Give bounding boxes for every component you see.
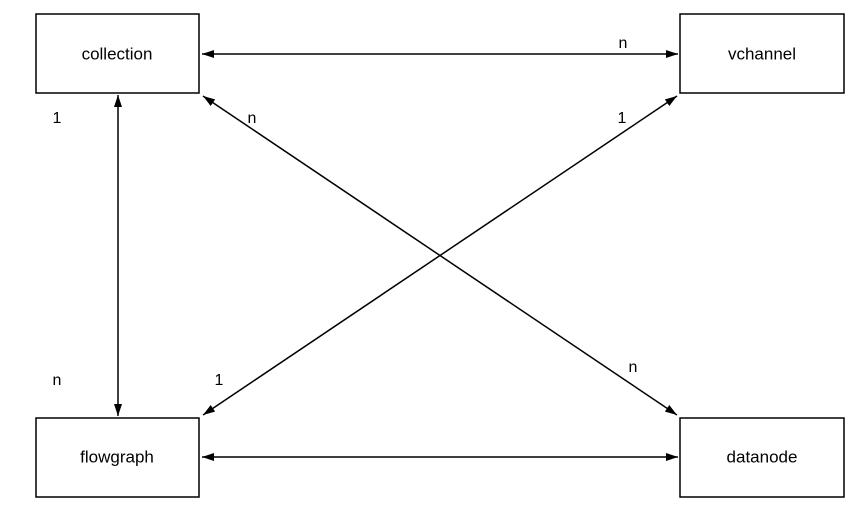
cardinality-collection-vchannel-near-vchannel: n: [619, 35, 628, 52]
node-datanode: datanode: [679, 417, 845, 498]
node-collection-label: collection: [82, 45, 153, 64]
node-collection-box: [35, 13, 200, 94]
edges: [114, 50, 678, 461]
node-flowgraph-box: [35, 417, 200, 498]
cardinality-flowgraph-vchannel-near-flowgraph: 1: [215, 372, 224, 389]
cardinality-collection-datanode-near-collection: n: [248, 110, 257, 127]
cardinality-labels: n 1 n n n 1 1: [53, 35, 638, 389]
cardinality-collection-datanode-near-datanode: n: [629, 359, 638, 376]
node-collection: collection: [35, 13, 200, 94]
node-vchannel-label: vchannel: [728, 45, 796, 64]
node-datanode-box: [679, 417, 845, 498]
cardinality-flowgraph-vchannel-near-vchannel: 1: [618, 110, 627, 127]
node-flowgraph: flowgraph: [35, 417, 200, 498]
node-flowgraph-label: flowgraph: [80, 448, 154, 467]
node-datanode-label: datanode: [727, 448, 798, 467]
cardinality-collection-flowgraph-near-flowgraph: n: [53, 372, 62, 389]
node-vchannel-box: [679, 13, 845, 94]
node-vchannel: vchannel: [679, 13, 845, 94]
cardinality-collection-flowgraph-near-collection: 1: [53, 110, 62, 127]
edge-flowgraph-vchannel: [202, 95, 678, 416]
